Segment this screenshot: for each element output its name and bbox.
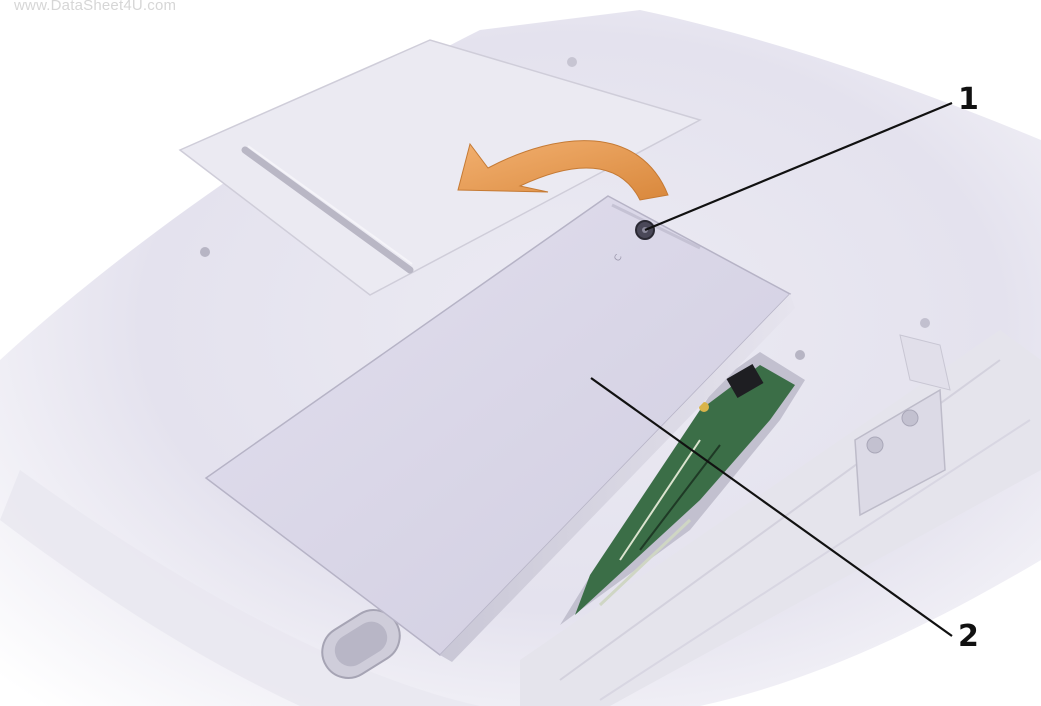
callout-2-label: 2	[958, 619, 979, 654]
callout-1-label: 1	[958, 82, 979, 117]
